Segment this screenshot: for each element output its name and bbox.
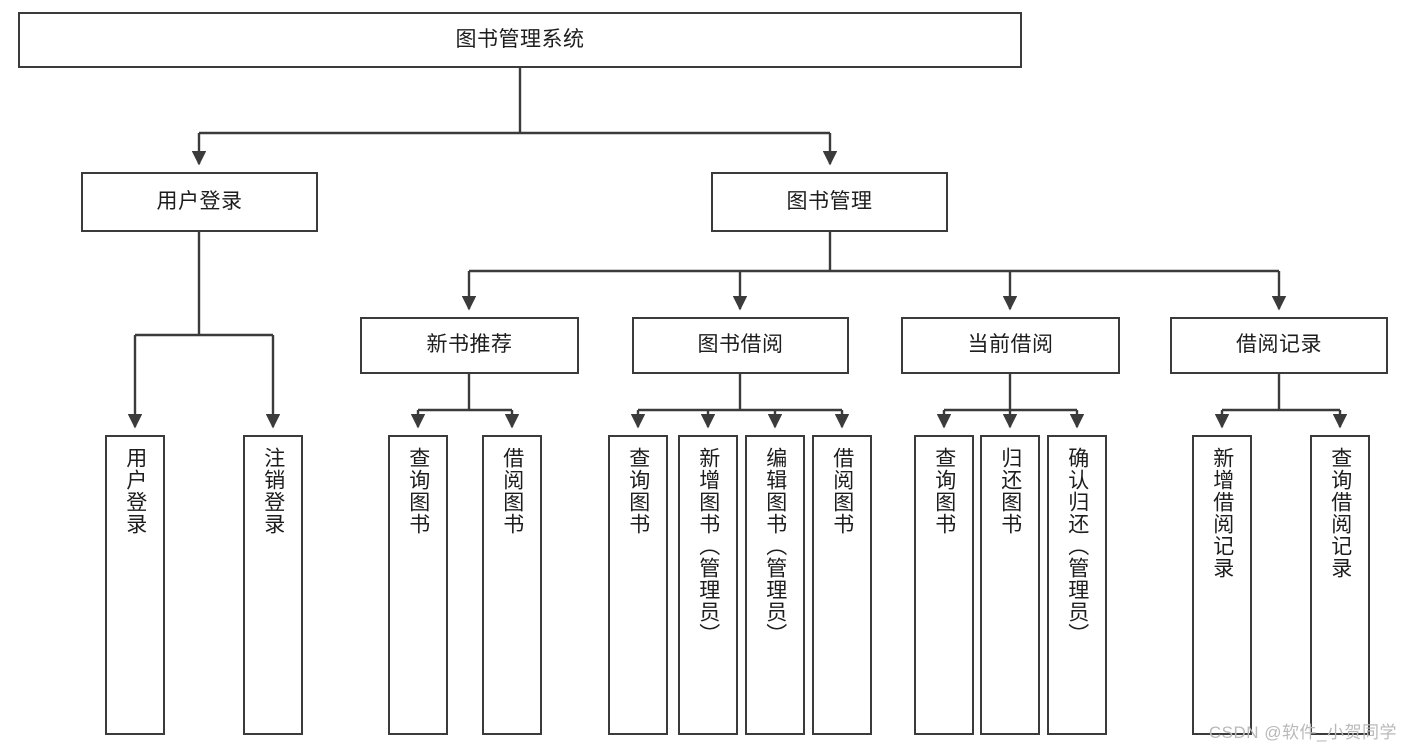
leaf-add-borrow-record[interactable]: 新增借阅记录: [1192, 435, 1252, 735]
leaf-confirm-return-admin[interactable]: 确认归还（管理员）: [1047, 435, 1107, 735]
node-book-management-label: 图书管理: [786, 189, 873, 213]
leaf-borrow-book[interactable]: 借阅图书: [812, 435, 872, 735]
node-current-borrow[interactable]: 当前借阅: [901, 317, 1120, 374]
leaf-borrow-book-recommend-label: 借阅图书: [500, 447, 524, 535]
node-borrow-record[interactable]: 借阅记录: [1170, 317, 1388, 374]
leaf-confirm-return-admin-label: 确认归还（管理员）: [1065, 447, 1089, 645]
leaf-logout-label: 注销登录: [261, 447, 285, 535]
leaf-borrow-book-recommend[interactable]: 借阅图书: [482, 435, 542, 735]
leaf-add-book-admin-label: 新增图书（管理员）: [696, 447, 720, 645]
leaf-edit-book-admin[interactable]: 编辑图书（管理员）: [745, 435, 805, 735]
leaf-query-book-current-label: 查询图书: [932, 447, 956, 535]
leaf-logout[interactable]: 注销登录: [243, 435, 303, 735]
node-book-management[interactable]: 图书管理: [711, 172, 948, 232]
node-root-label: 图书管理系统: [455, 27, 585, 51]
node-user-login-label: 用户登录: [156, 189, 243, 213]
node-user-login[interactable]: 用户登录: [81, 172, 318, 232]
node-new-book-recommend[interactable]: 新书推荐: [360, 317, 579, 374]
leaf-query-book-current[interactable]: 查询图书: [914, 435, 974, 735]
leaf-add-book-admin[interactable]: 新增图书（管理员）: [678, 435, 738, 735]
leaf-user-login[interactable]: 用户登录: [105, 435, 165, 735]
leaf-return-book[interactable]: 归还图书: [980, 435, 1040, 735]
csdn-watermark: CSDN @软件_小贺同学: [1208, 723, 1397, 742]
node-current-borrow-label: 当前借阅: [967, 333, 1054, 357]
leaf-edit-book-admin-label: 编辑图书（管理员）: [763, 447, 787, 645]
node-root[interactable]: 图书管理系统: [18, 12, 1022, 68]
leaf-query-book-borrow[interactable]: 查询图书: [608, 435, 668, 735]
leaf-user-login-label: 用户登录: [123, 447, 147, 535]
node-book-borrow[interactable]: 图书借阅: [632, 317, 849, 374]
leaf-query-book-borrow-label: 查询图书: [626, 447, 650, 535]
leaf-return-book-label: 归还图书: [998, 447, 1022, 535]
node-book-borrow-label: 图书借阅: [697, 333, 784, 357]
leaf-borrow-book-label: 借阅图书: [830, 447, 854, 535]
leaf-add-borrow-record-label: 新增借阅记录: [1210, 447, 1234, 579]
leaf-query-book-recommend-label: 查询图书: [406, 447, 430, 535]
leaf-query-borrow-record-label: 查询借阅记录: [1328, 447, 1352, 579]
node-borrow-record-label: 借阅记录: [1236, 333, 1322, 357]
leaf-query-borrow-record[interactable]: 查询借阅记录: [1310, 435, 1370, 735]
node-new-book-recommend-label: 新书推荐: [426, 333, 513, 357]
leaf-query-book-recommend[interactable]: 查询图书: [388, 435, 448, 735]
